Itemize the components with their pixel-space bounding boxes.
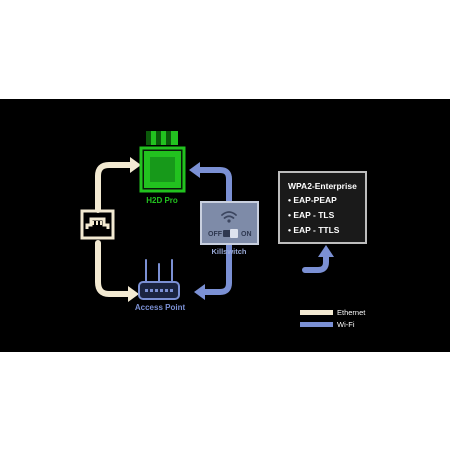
printer-label: H2D Pro	[146, 196, 178, 205]
legend-swatch-ethernet	[300, 310, 333, 315]
legend-label-ethernet: Ethernet	[337, 308, 366, 317]
ethernet-arrowhead-access-point	[128, 286, 139, 302]
wifi-arrowhead-printer	[189, 162, 200, 178]
wifi-arrowhead-security	[318, 245, 334, 257]
ethernet-port-pins	[92, 221, 102, 225]
printer-icon	[139, 131, 186, 193]
wifi-links	[197, 167, 329, 295]
killswitch-on-label: ON	[241, 231, 252, 238]
legend-label-wifi: Wi-Fi	[337, 320, 355, 329]
killswitch-toggle[interactable]	[223, 229, 238, 238]
router-icon	[138, 259, 180, 300]
access-point-label: Access Point	[135, 303, 186, 312]
security-item: • EAP - TLS	[288, 210, 335, 220]
ethernet-links	[95, 162, 134, 297]
wifi-icon	[221, 211, 237, 219]
legend: Ethernet Wi-Fi	[300, 308, 366, 329]
wifi-arrowhead-access-point	[194, 284, 205, 300]
killswitch-off-label: OFF	[208, 231, 223, 238]
killswitch-label: Killswitch	[211, 247, 246, 256]
ethernet-arrowhead-printer	[130, 157, 141, 173]
ethernet-link-to-printer	[95, 162, 134, 213]
ethernet-arrowheads	[128, 157, 141, 302]
security-item: • EAP - TTLS	[288, 225, 340, 235]
wifi-link-to-access-point	[201, 241, 232, 295]
security-item: • EAP-PEAP	[288, 195, 337, 205]
wifi-icon-dot	[227, 219, 231, 223]
legend-swatch-wifi	[300, 322, 333, 327]
wifi-arrowheads	[189, 162, 334, 300]
ethernet-link-to-access-point	[95, 240, 132, 297]
security-panel-title: WPA2-Enterprise	[288, 181, 357, 191]
wifi-link-to-printer	[197, 167, 232, 205]
wifi-link-to-security	[302, 253, 329, 273]
ethernet-port-icon	[80, 209, 115, 240]
security-panel	[278, 171, 367, 244]
